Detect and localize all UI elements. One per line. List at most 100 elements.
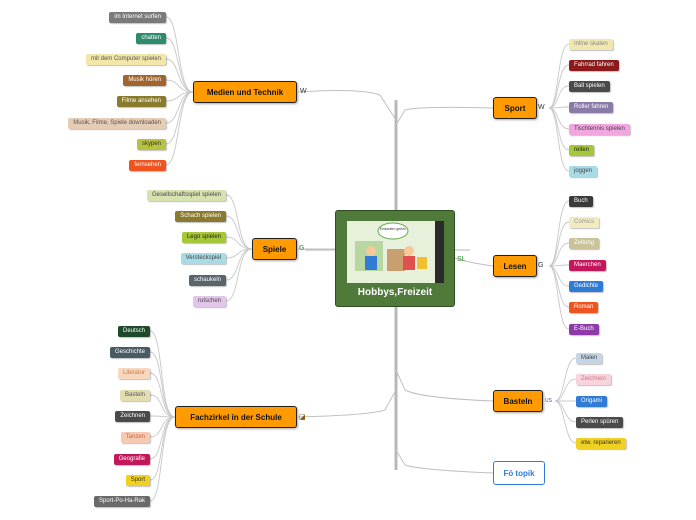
connector-line xyxy=(149,351,176,418)
leaf-topic[interactable]: rutschen xyxy=(192,296,226,307)
leaf-topic[interactable]: Tischtennis spielen xyxy=(569,124,630,135)
new-topic-label: Fö topik xyxy=(503,468,535,478)
leaf-topic[interactable]: Roller fahren xyxy=(569,102,614,113)
connector-line xyxy=(554,400,577,444)
flag-icon: US xyxy=(545,398,552,404)
connector-line xyxy=(548,43,570,109)
google-icon: G xyxy=(538,262,544,269)
leaf-topic[interactable]: Zeichnen xyxy=(115,411,150,422)
connector-line xyxy=(165,91,194,166)
branch-lesen[interactable]: Lesen xyxy=(493,255,537,277)
connector-line xyxy=(548,64,570,109)
leaf-topic[interactable]: Literatur xyxy=(117,368,150,379)
connector-line xyxy=(297,389,397,418)
leaf-topic[interactable]: Zeitung xyxy=(569,238,600,249)
connector-line xyxy=(554,357,577,402)
connector-line xyxy=(165,91,194,145)
note-icon: ◪ xyxy=(299,414,306,421)
branch-label: Medien und Technik xyxy=(206,87,284,97)
leaf-topic[interactable]: E-Buch xyxy=(569,324,599,335)
leaf-topic[interactable]: Deutsch xyxy=(117,326,150,337)
connector-line xyxy=(548,85,570,109)
central-topic-image: Einkaufen gehen xyxy=(347,221,444,283)
connector-line xyxy=(149,330,176,418)
connector-line xyxy=(548,221,570,267)
leaf-topic[interactable]: Tanzen xyxy=(120,432,150,443)
leaf-topic[interactable]: Versteckspiel xyxy=(180,253,226,264)
leaf-topic[interactable]: etw. reparieren xyxy=(576,438,626,449)
leaf-topic[interactable]: joggen xyxy=(569,166,598,177)
connector-line xyxy=(149,394,176,418)
link-icon: SL xyxy=(457,256,466,263)
connector-line xyxy=(225,194,253,250)
leaf-topic[interactable]: Schach spielen xyxy=(175,211,226,222)
leaf-topic[interactable]: skypen xyxy=(136,139,166,150)
connector-line xyxy=(225,236,253,250)
connector-line xyxy=(225,248,253,281)
leaf-topic[interactable]: im Internet surfen xyxy=(109,12,166,23)
leaf-topic[interactable]: Lego spielen xyxy=(181,232,226,243)
branch-label: Fachzirkel in der Schule xyxy=(190,412,282,422)
leaf-topic[interactable]: Ball spielen xyxy=(569,81,610,92)
central-topic[interactable]: Einkaufen gehen Hobbys,Freizeit xyxy=(335,210,455,307)
branch-label: Basteln xyxy=(503,396,533,406)
connector-line xyxy=(548,242,570,267)
connector-line xyxy=(165,91,194,124)
branch-label: Sport xyxy=(504,103,526,113)
leaf-topic[interactable]: Comics xyxy=(569,217,600,228)
branch-basteln[interactable]: Basteln xyxy=(493,390,543,412)
leaf-topic[interactable]: Perlen spüren xyxy=(576,417,624,428)
leaf-topic[interactable]: Geschichte xyxy=(109,347,150,358)
google-icon: G xyxy=(299,245,305,252)
connector-line xyxy=(225,215,253,250)
leaf-topic[interactable]: Gesellschaftsspiel spielen xyxy=(146,190,226,201)
leaf-topic[interactable]: reiten xyxy=(569,145,595,156)
leaf-topic[interactable]: Fahrrad fahren xyxy=(569,60,619,71)
leaf-topic[interactable]: Musik, Filme, Spiele downloaden xyxy=(68,118,166,129)
leaf-topic[interactable]: Zeichnen xyxy=(576,374,611,385)
connector-line xyxy=(454,257,494,267)
leaf-topic[interactable]: Origami xyxy=(576,396,608,407)
leaf-topic[interactable]: Musik hören xyxy=(123,75,166,86)
leaf-topic[interactable]: Inline skaten xyxy=(569,39,613,50)
new-topic-button[interactable]: Fö topik xyxy=(493,461,545,485)
connector-line xyxy=(165,16,194,93)
leaf-topic[interactable]: chatten xyxy=(136,33,166,44)
leaf-topic[interactable]: schaukeln xyxy=(188,275,226,286)
connector-line xyxy=(165,79,194,93)
branch-spiele[interactable]: Spiele xyxy=(252,238,297,260)
central-topic-title: Hobbys,Freizeit xyxy=(357,287,433,298)
connector-line xyxy=(149,416,176,502)
leaf-topic[interactable]: Roman xyxy=(569,302,599,313)
connector-line xyxy=(225,248,253,302)
leaf-topic[interactable]: Basteln xyxy=(119,390,150,401)
connector-line xyxy=(297,90,397,121)
connector-line xyxy=(395,449,494,474)
leaf-topic[interactable]: mit dem Computer spielen xyxy=(85,54,166,65)
connector-line xyxy=(149,372,176,418)
leaf-topic[interactable]: Malen xyxy=(576,353,603,364)
leaf-topic[interactable]: Geografie xyxy=(113,454,150,465)
branch-fachzirkel-in-der-schule[interactable]: Fachzirkel in der Schule xyxy=(175,406,297,428)
leaf-topic[interactable]: Sport xyxy=(125,475,150,486)
leaf-topic[interactable]: Sport-Po-Ha-Rak xyxy=(93,496,150,507)
connector-line xyxy=(165,37,194,93)
bubble-text: Einkaufen gehen xyxy=(380,227,406,231)
leaf-topic[interactable]: Maerchen xyxy=(569,260,606,271)
branch-sport[interactable]: Sport xyxy=(493,97,537,119)
connector-line xyxy=(395,369,494,402)
leaf-topic[interactable]: Filme ansehen xyxy=(116,96,166,107)
leaf-topic[interactable]: Gedichte xyxy=(569,281,604,292)
connector-line xyxy=(165,58,194,93)
wikipedia-icon: W xyxy=(300,88,307,95)
connector-line xyxy=(548,200,570,267)
branch-medien-und-technik[interactable]: Medien und Technik xyxy=(193,81,297,103)
connector-line xyxy=(548,107,570,172)
branch-label: Spiele xyxy=(262,244,287,254)
leaf-topic[interactable]: fernsehen xyxy=(129,160,166,171)
connector-line xyxy=(554,400,577,423)
leaf-topic[interactable]: Buch xyxy=(569,196,593,207)
connector-line xyxy=(548,265,570,330)
wikipedia-icon: W xyxy=(538,104,545,111)
